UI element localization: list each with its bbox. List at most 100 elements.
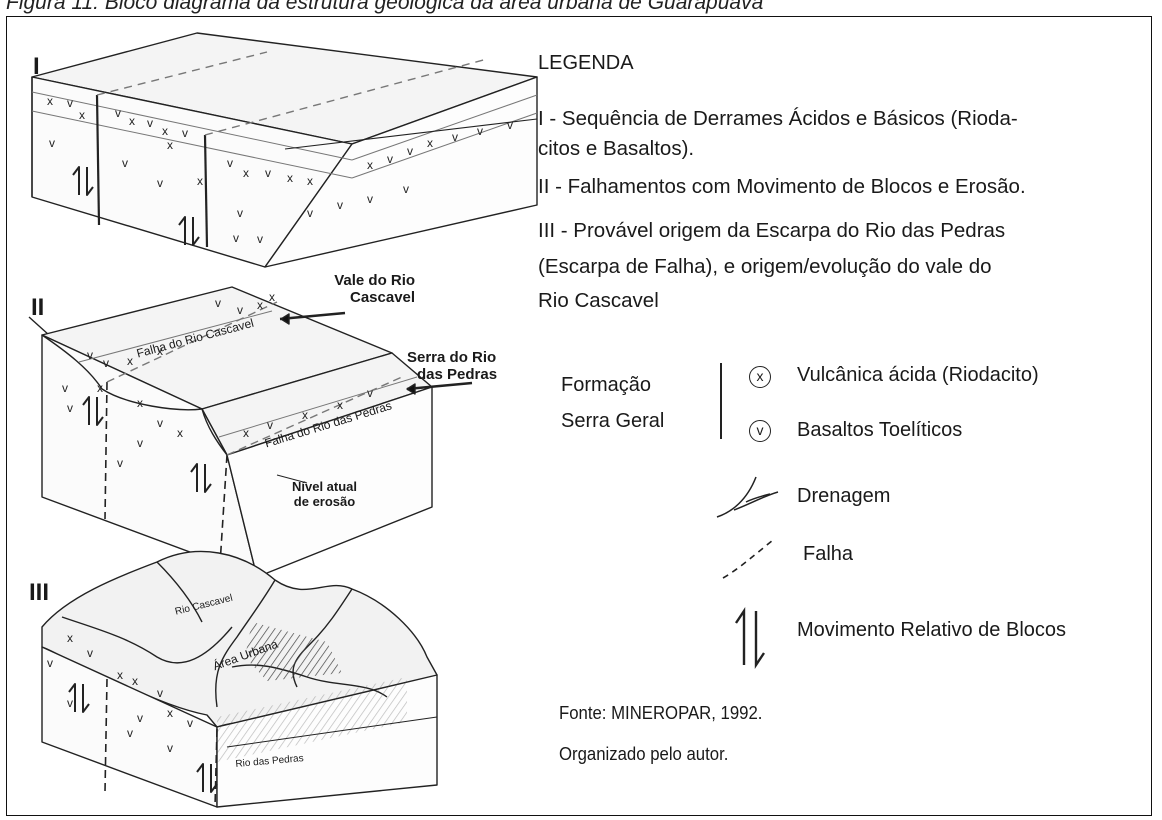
svg-text:v: v [367,386,373,400]
svg-text:v: v [233,231,239,245]
svg-text:v: v [237,206,243,220]
acid-volcanic-symbol-icon: x [749,366,771,388]
svg-text:v: v [237,303,243,317]
svg-text:x: x [137,396,143,410]
svg-text:v: v [215,296,221,310]
svg-text:v: v [507,118,513,132]
svg-text:v: v [122,156,128,170]
label-serra-line-1: Serra do Rio [407,349,497,366]
svg-text:v: v [265,166,271,180]
legend-item-3-line-1: III - Provável origem da Escarpa do Rio … [538,219,1006,242]
basalt-symbol-icon: v [749,420,771,442]
legend-falha-label: Falha [803,543,854,565]
svg-text:v: v [477,124,483,138]
svg-text:v: v [187,716,193,730]
svg-text:v: v [137,436,143,450]
svg-text:v: v [87,646,93,660]
svg-text:x: x [243,166,249,180]
diagram-movement-arrows [68,166,218,793]
svg-text:x: x [129,114,135,128]
svg-text:v: v [127,726,133,740]
legend-item-1-line-2: citos e Basaltos). [538,137,695,160]
svg-text:v: v [367,192,373,206]
svg-text:x: x [177,426,183,440]
svg-text:v: v [157,176,163,190]
svg-text:v: v [307,206,313,220]
svg-text:x: x [127,354,133,368]
legend-formacao-line-1: Formação [561,374,652,396]
svg-text:x: x [427,136,433,150]
svg-text:x: x [97,381,103,395]
legend-item-3-line-3: Rio Cascavel [538,289,659,312]
svg-text:v: v [47,656,53,670]
legend-formacao-divider [720,363,722,439]
legend-formacao-line-2: Serra Geral [561,410,665,432]
svg-text:x: x [197,174,203,188]
legend-title: LEGENDA [538,52,634,74]
legend-item-2: II - Falhamentos com Movimento de Blocos… [538,175,1026,198]
label-nivel-line-1: Nível atual [292,479,358,494]
label-serra-line-2: das Pedras [417,366,498,383]
source-note: Fonte: MINEROPAR, 1992. [559,703,763,723]
svg-text:v: v [167,741,173,755]
svg-text:v: v [62,381,68,395]
legend-movimento-label: Movimento Relativo de Blocos [797,619,1067,641]
block-one [31,32,538,268]
label-vale-line-1: Vale do Rio [334,272,416,289]
legend-drenagem-label: Drenagem [797,485,891,507]
svg-text:x: x [162,124,168,138]
fault-line-icon [722,539,774,579]
block-movement-icon [735,607,765,669]
svg-text:x: x [243,426,249,440]
svg-text:x: x [307,174,313,188]
svg-text:v: v [67,96,73,110]
svg-text:v: v [157,686,163,700]
svg-text:v: v [49,136,55,150]
svg-text:v: v [407,144,413,158]
svg-text:v: v [267,418,273,432]
svg-text:x: x [367,158,373,172]
label-vale-line-2: Cascavel [350,289,416,306]
svg-text:x: x [257,298,263,312]
figure-caption: Figura 11: Bloco diagrama da estrutura g… [6,0,764,14]
block-label-ii: II [31,294,45,321]
block-label-iii: III [29,579,50,606]
legend-item-1-line-1: I - Sequência de Derrames Ácidos e Básic… [538,107,1018,130]
legend-basalt-label: Basaltos Toelíticos [797,419,963,441]
svg-text:v: v [67,696,73,710]
svg-text:v: v [403,182,409,196]
svg-text:x: x [167,138,173,152]
svg-text:v: v [115,106,121,120]
svg-text:v: v [387,152,393,166]
svg-text:v: v [337,198,343,212]
svg-text:x: x [167,706,173,720]
svg-text:v: v [157,416,163,430]
svg-text:v: v [452,130,458,144]
svg-text:x: x [269,290,275,304]
svg-text:x: x [157,344,163,358]
svg-text:v: v [87,348,93,362]
drainage-icon [716,476,779,518]
svg-text:x: x [287,171,293,185]
svg-text:v: v [137,711,143,725]
svg-text:v: v [257,232,263,246]
svg-text:v: v [117,456,123,470]
svg-text:v: v [182,126,188,140]
svg-text:x: x [117,668,123,682]
svg-text:x: x [337,398,343,412]
legend-item-3-line-2: (Escarpa de Falha), e origem/evolução do… [538,255,992,278]
svg-text:v: v [67,401,73,415]
label-serra-rio-pedras: Serra do Rio das Pedras [407,349,497,383]
label-vale-rio-cascavel: Vale do Rio Cascavel [312,272,415,306]
svg-text:x: x [67,631,73,645]
block-three [41,550,438,808]
svg-text:v: v [147,116,153,130]
svg-text:x: x [79,108,85,122]
block-two [28,286,473,581]
svg-text:x: x [47,94,53,108]
svg-text:v: v [227,156,233,170]
svg-text:v: v [103,356,109,370]
block-label-i: I [33,53,40,80]
